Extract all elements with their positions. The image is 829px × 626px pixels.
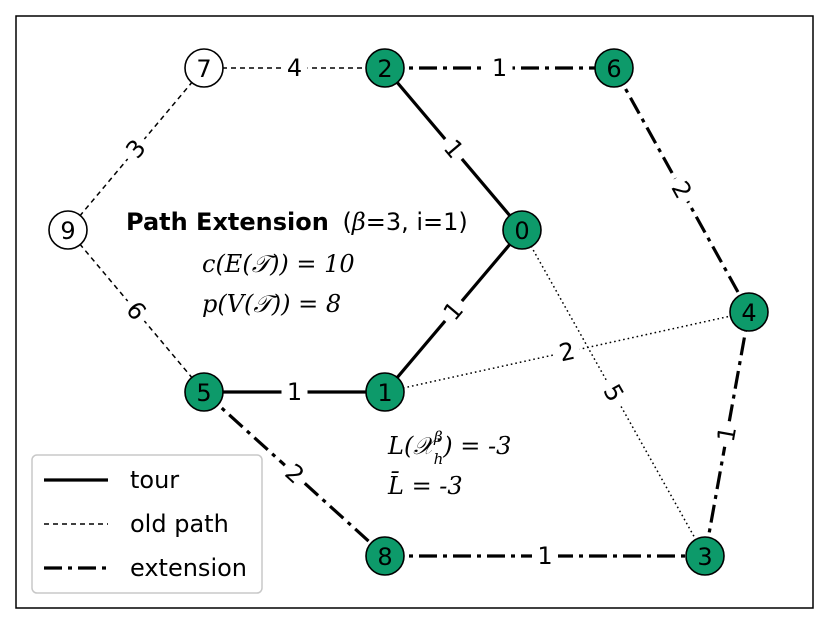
annotation-lower-bound-sup: β xyxy=(433,428,443,446)
nodes: 0 1 2 3 4 5 6 7 8 9 xyxy=(48,48,769,576)
node-0: 0 xyxy=(502,210,542,250)
node-5: 5 xyxy=(184,372,224,412)
annotation-lower-bound-rest: ) = -3 xyxy=(442,432,511,460)
annotation: Path Extension (β=3, i=1) c(E(𝒯)) = 10 p… xyxy=(126,208,511,500)
annotation-prize: p(V(𝒯)) = 8 xyxy=(202,290,341,318)
legend-label-extension: extension xyxy=(130,554,247,582)
edge-weight-7-2: 4 xyxy=(287,54,302,82)
edge-label-bg xyxy=(116,130,156,168)
node-label: 9 xyxy=(60,217,75,245)
node-circle xyxy=(365,536,405,576)
node-4: 4 xyxy=(729,292,769,332)
node-label: 3 xyxy=(697,543,712,571)
node-6: 6 xyxy=(594,48,634,88)
legend-box xyxy=(31,454,263,594)
node-circle xyxy=(685,536,725,576)
node-9: 9 xyxy=(48,210,88,250)
edge-label-bg xyxy=(281,378,308,406)
annotation-beta: β xyxy=(351,208,366,236)
annotation-title-line: Path Extension (β=3, i=1) xyxy=(126,208,468,236)
node-label: 6 xyxy=(606,55,621,83)
legend-label-tour: tour xyxy=(130,466,179,494)
edge-label-bg xyxy=(662,171,701,209)
node-label: 1 xyxy=(377,379,392,407)
edge-weight-1-4: 2 xyxy=(557,337,578,368)
node-2: 2 xyxy=(365,48,405,88)
node-label: 5 xyxy=(196,379,211,407)
edge-label-bg xyxy=(281,54,308,82)
node-circle xyxy=(365,48,405,88)
node-7: 7 xyxy=(184,48,224,88)
edge-5-8-extension xyxy=(202,390,387,558)
edge-label-bg xyxy=(710,418,744,450)
annotation-lower-bound-sub: h xyxy=(434,450,444,468)
edge-label-bg xyxy=(116,292,156,330)
node-8: 8 xyxy=(365,536,405,576)
node-label: 2 xyxy=(377,55,392,83)
annotation-cost: c(E(𝒯)) = 10 xyxy=(202,250,355,278)
edge-weight-5-1: 1 xyxy=(287,378,302,406)
edge-label-bg xyxy=(434,130,473,168)
edge-label-bg xyxy=(486,54,513,82)
node-1: 1 xyxy=(365,372,405,412)
annotation-lower-bound: L(𝒳 xyxy=(387,432,441,460)
node-label: 8 xyxy=(377,543,392,571)
edge-weight-2-6: 1 xyxy=(492,54,507,82)
edge-label-bg xyxy=(551,335,583,369)
edge-weight-3-4: 1 xyxy=(712,424,742,444)
edge-label-bg xyxy=(532,542,558,570)
node-circle xyxy=(184,48,224,88)
node-3: 3 xyxy=(685,536,725,576)
node-circle xyxy=(365,372,405,412)
annotation-params-open: ( xyxy=(343,208,352,236)
node-label: 0 xyxy=(514,217,529,245)
edge-3-4-extension xyxy=(703,311,751,557)
edge-label-bg xyxy=(434,292,473,330)
node-circle xyxy=(729,292,769,332)
node-label: 4 xyxy=(741,299,756,327)
node-circle xyxy=(594,48,634,88)
node-circle xyxy=(48,210,88,250)
edge-label-bg xyxy=(594,374,633,412)
edge-weight-8-3: 1 xyxy=(537,542,552,570)
legend-items: tour old path extension xyxy=(44,466,247,582)
node-circle xyxy=(184,372,224,412)
annotation-params: =3, i=1) xyxy=(366,208,468,236)
legend: tour old path extension xyxy=(31,454,263,594)
node-circle xyxy=(502,210,542,250)
legend-label-old-path: old path xyxy=(130,510,229,538)
node-label: 7 xyxy=(196,55,211,83)
annotation-title: Path Extension xyxy=(126,208,329,236)
annotation-lbar: L̄ = -3 xyxy=(387,472,463,500)
edge-label-bg xyxy=(275,454,314,494)
